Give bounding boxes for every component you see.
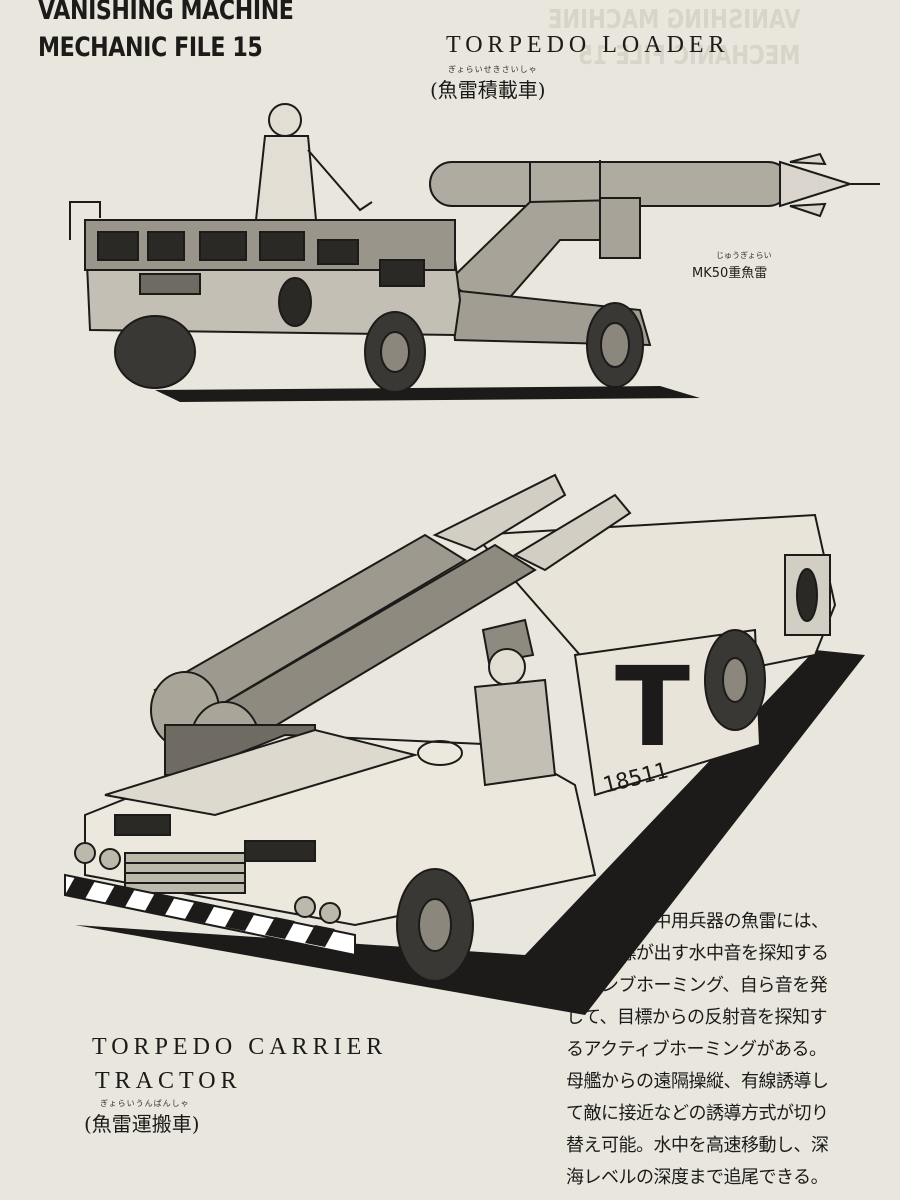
description-line: して、目標からの反射音を探知す — [566, 1007, 828, 1028]
description-text: 代表的な水中用兵器の魚雷には、 主に目標が出す水中音を探知する パッシブホーミン… — [566, 906, 886, 1194]
torpedo-carrier-illustration: T 18511 — [64, 473, 865, 1015]
loader-title-en: TORPEDO LOADER — [446, 32, 730, 58]
page-header: VANISHING MACHINE MECHANIC FILE 15 — [38, 0, 294, 66]
header-line-2: MECHANIC FILE 15 — [38, 32, 263, 63]
loader-title-reading: ぎょらいせきさいしゃ — [448, 65, 538, 74]
description-line: 母艦からの遠隔操縦、有線誘導し — [566, 1071, 829, 1092]
torpedo-loader-illustration — [69, 103, 880, 402]
torpedo-reading: じゅうぎょらい — [716, 251, 772, 260]
header-line-1: VANISHING MACHINE — [38, 0, 294, 26]
carrier-title-reading: ぎょらいうんぱんしゃ — [100, 1099, 190, 1108]
description-line: 海レベルの深度まで追尾できる。 — [566, 1167, 829, 1188]
description-line: パッシブホーミング、自ら音を発 — [566, 975, 828, 996]
description-line: 替え可能。水中を高速移動し、深 — [566, 1135, 829, 1156]
description-line: 主に目標が出す水中音を探知する — [566, 943, 829, 964]
carrier-title-en-line1: TORPEDO CARRIER — [92, 1034, 388, 1060]
carrier-title-en-line2: TRACTOR — [95, 1068, 242, 1094]
loader-title-jp: (魚雷積載車) — [430, 78, 546, 102]
carrier-title-jp: (魚雷運搬車) — [84, 1112, 200, 1136]
torpedo-label: MK50重魚雷 — [692, 266, 768, 281]
description-line: るアクティブホーミングがある。 — [566, 1039, 827, 1060]
description-line: て敵に接近などの誘導方式が切り — [566, 1103, 829, 1124]
description-line: 代表的な水中用兵器の魚雷には、 — [566, 911, 829, 932]
carrier-side-letter: T — [615, 643, 690, 771]
